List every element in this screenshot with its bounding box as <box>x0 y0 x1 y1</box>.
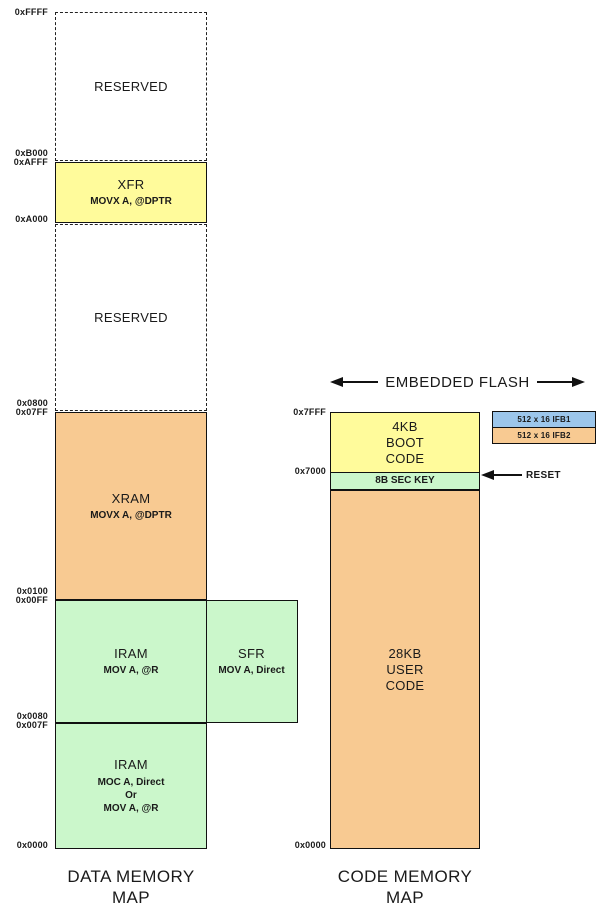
data-memory-caption-line1: DATA MEMORY <box>67 867 195 886</box>
addr-0x0080: 0x0080 <box>16 711 48 721</box>
addr-0x00FF: 0x00FF <box>15 595 48 605</box>
embedded-flash-title: EMBEDDED FLASH <box>385 373 530 391</box>
user-code-block: 28KB USER CODE <box>330 490 480 849</box>
addr-0xAFFF: 0xAFFF <box>13 157 48 167</box>
iram-mid-sublabel: MOV A, @R <box>103 665 159 676</box>
iram-mid-block: IRAM MOV A, @R <box>55 600 207 723</box>
addr-0x7000: 0x7000 <box>294 466 326 476</box>
user-code-line3: CODE <box>385 677 425 693</box>
code-memory-caption-line1: CODE MEMORY <box>337 867 473 886</box>
xram-label: XRAM <box>111 490 151 506</box>
boot-code-line1: 4KB <box>392 418 418 434</box>
addr-0x0100: 0x0100 <box>16 586 48 596</box>
addr-0xFFFF: 0xFFFF <box>14 7 48 17</box>
xfr-sublabel: MOVX A, @DPTR <box>90 196 172 207</box>
code-memory-caption: CODE MEMORY MAP <box>330 866 480 908</box>
addr-0x007F: 0x007F <box>16 720 48 730</box>
boot-code-line3: CODE <box>385 450 425 466</box>
reset-label: RESET <box>526 469 561 481</box>
addr-0x7FFF: 0x7FFF <box>293 407 326 417</box>
xfr-block: XFR MOVX A, @DPTR <box>55 162 207 223</box>
ifb-legend: 512 x 16 IFB1 512 x 16 IFB2 <box>492 411 596 444</box>
iram-mid-label: IRAM <box>114 646 148 661</box>
embedded-flash-header: EMBEDDED FLASH <box>330 373 585 391</box>
legend-ifb1-label: 512 x 16 IFB1 <box>517 415 571 424</box>
arrow-line-right <box>536 381 572 383</box>
xram-sublabel: MOVX A, @DPTR <box>90 509 172 521</box>
iram-low-label: IRAM <box>114 757 148 772</box>
reserved-mid-block: RESERVED <box>55 224 207 411</box>
addr-0x0800: 0x0800 <box>16 398 48 408</box>
sec-key-label: 8B SEC KEY <box>375 475 435 487</box>
data-memory-caption-line2: MAP <box>111 888 151 907</box>
xfr-label: XFR <box>117 177 145 192</box>
reset-arrow-line <box>494 474 522 476</box>
addr-code-0x0000: 0x0000 <box>294 840 326 850</box>
reserved-top-block: RESERVED <box>55 12 207 161</box>
arrow-right-icon <box>572 377 585 387</box>
legend-ifb2-label: 512 x 16 IFB2 <box>517 430 571 440</box>
sfr-sublabel: MOV A, Direct <box>218 665 285 676</box>
iram-low-sublabel-2: Or <box>125 790 137 801</box>
xram-block: XRAM MOVX A, @DPTR <box>55 412 207 600</box>
legend-ifb2: 512 x 16 IFB2 <box>492 426 596 444</box>
sfr-block: SFR MOV A, Direct <box>205 600 298 723</box>
boot-code-block: 4KB BOOT CODE <box>330 412 480 473</box>
addr-0x07FF: 0x07FF <box>15 407 48 417</box>
reserved-top-label: RESERVED <box>94 78 168 94</box>
boot-code-line2: BOOT <box>385 434 425 450</box>
iram-low-sublabel-3: MOV A, @R <box>103 803 159 814</box>
data-memory-caption: DATA MEMORY MAP <box>55 866 207 908</box>
sec-key-block: 8B SEC KEY <box>330 471 480 490</box>
user-code-line2: USER <box>386 661 424 677</box>
legend-ifb1: 512 x 16 IFB1 <box>492 411 596 428</box>
addr-0xA000: 0xA000 <box>15 214 48 224</box>
reset-arrow: RESET <box>481 469 561 481</box>
reserved-mid-label: RESERVED <box>94 309 168 325</box>
user-code-line1: 28KB <box>388 645 422 661</box>
reset-arrowhead-icon <box>481 470 494 480</box>
addr-data-0x0000: 0x0000 <box>16 840 48 850</box>
code-memory-caption-line2: MAP <box>385 888 425 907</box>
iram-low-sublabel-1: MOC A, Direct <box>97 777 165 788</box>
arrow-left-icon <box>330 377 343 387</box>
sfr-label: SFR <box>238 646 265 661</box>
iram-low-block: IRAM MOC A, Direct Or MOV A, @R <box>55 723 207 849</box>
addr-0xB000: 0xB000 <box>15 148 48 158</box>
arrow-line-left <box>343 381 379 383</box>
